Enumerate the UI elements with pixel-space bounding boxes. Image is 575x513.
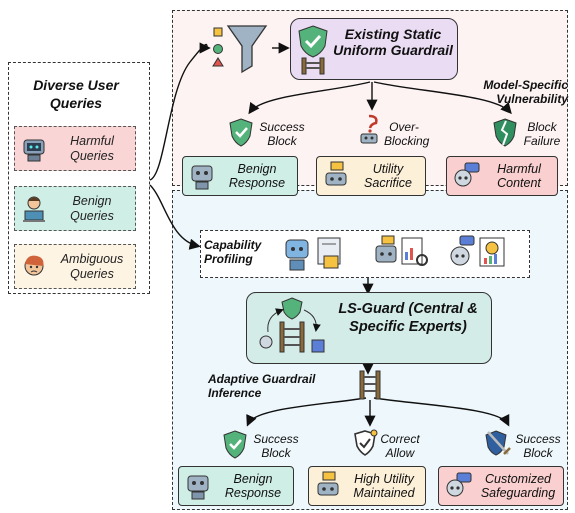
adaptive-inference-label: Adaptive Guardrail Inference (208, 372, 316, 400)
shield-ladder-icon (298, 25, 328, 75)
query-ambiguous-label: Ambiguous Queries (60, 251, 124, 281)
bottom-outcome-success-block: Success Block (253, 432, 299, 460)
robot-chat-icon (450, 235, 475, 266)
existing-guardrail-title: Existing Static Uniform Guardrail (333, 26, 453, 58)
top-outcome-success-block: Success Block (259, 120, 305, 148)
document-lock-icon (317, 237, 341, 269)
bottom-result-high-utility: High Utility Maintained (308, 466, 426, 506)
top-outcome-block-failure: Block Failure (523, 120, 561, 148)
model-specific-vulnerability-label: Model-Specific Vulnerability (483, 78, 568, 106)
user-queries-title: Diverse User Queries (33, 77, 119, 111)
query-benign-label: Benign Queries (70, 193, 114, 223)
robot-chat-icon (375, 235, 397, 263)
bottom-result-benign-response: Benign Response (178, 466, 294, 506)
robot-chat-icon (446, 472, 472, 497)
user-laptop-icon (23, 196, 45, 222)
query-harmful: Harmful Queries (14, 126, 136, 171)
bottom-outcome-correct-allow: Correct Allow (380, 432, 420, 460)
chart-report-icon (479, 237, 505, 267)
robot-icon (23, 139, 45, 161)
top-result-utility-sacrifice: Utility Sacrifice (316, 156, 426, 196)
bottom-result-customized-label: Customized Safeguarding (480, 472, 556, 500)
capability-profiling-box (200, 230, 530, 278)
query-ambiguous: Ambiguous Queries (14, 244, 136, 289)
broken-shield-icon (493, 118, 517, 147)
top-result-harmful-content: Harmful Content (446, 156, 558, 196)
ls-guard-experts-icon (259, 297, 325, 353)
top-result-benign-response: Benign Response (182, 156, 298, 196)
confused-person-icon (24, 255, 44, 275)
confused-robot-icon (360, 114, 378, 144)
top-result-utility-label: Utility Sacrifice (364, 162, 412, 190)
profiling-icons (285, 235, 505, 271)
capability-profiling-label: Capability Profiling (204, 238, 262, 266)
query-harmful-label: Harmful Queries (70, 133, 114, 163)
robot-icon (191, 165, 213, 190)
top-result-harmful-label: Harmful Content (497, 162, 541, 190)
success-shield-icon (223, 430, 247, 459)
top-result-benign-label: Benign Response (228, 162, 286, 190)
shield-sword-icon (485, 430, 511, 456)
ladder-icon (359, 370, 381, 400)
bottom-outcome-success-block-2: Success Block (515, 432, 561, 460)
query-benign: Benign Queries (14, 186, 136, 231)
bottom-result-customized-safeguarding: Customized Safeguarding (438, 466, 564, 506)
top-outcome-over-blocking: Over-Blocking (384, 120, 430, 148)
robot-message-icon (317, 471, 339, 496)
robot-message-icon (325, 161, 347, 186)
robot-icon (285, 239, 309, 271)
robot-chat-icon (454, 162, 480, 187)
filter-funnel-icon (212, 25, 268, 74)
success-shield-icon (229, 118, 253, 147)
ls-guard-title: LS-Guard (Central & Specific Experts) (338, 301, 478, 335)
robot-icon (187, 475, 209, 500)
report-search-icon (401, 237, 428, 266)
shield-check-icon (354, 429, 378, 456)
bottom-result-high-utility-label: High Utility Maintained (353, 472, 415, 500)
bottom-result-benign-label: Benign Response (224, 472, 282, 500)
